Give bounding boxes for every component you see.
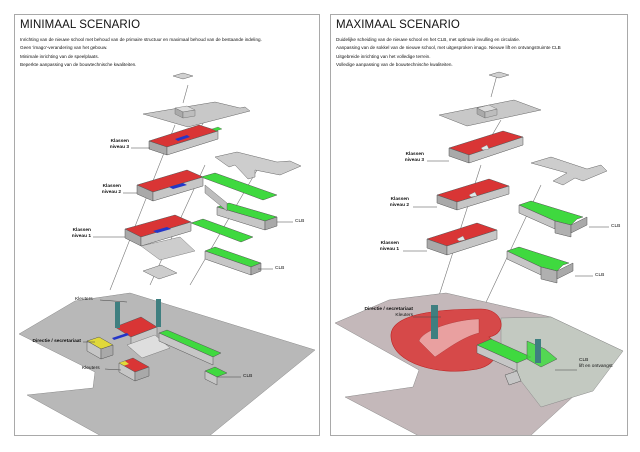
leader-lines [403,160,609,371]
level-1-clb-block [506,246,574,284]
level-3-block [448,130,524,164]
description-line: Volledige aanpassing van de bouwtechnisc… [336,61,453,67]
label-text: Klassen [102,184,121,189]
ground-clb [476,338,558,386]
label-klassen-niveau-3: Klassen niveau 3 [368,152,424,163]
label-text: Klassen [405,152,424,157]
exploded-axonometric-maximaal [334,71,624,435]
label-text: CLB [579,358,589,363]
scenario-description: Duidelijke scheiding van de nieuwe schoo… [336,36,561,69]
leader-lines [83,147,293,378]
label-text: Kleuters [395,312,413,318]
panel-title: MAXIMAAL SCENARIO [336,19,460,31]
lift-shaft-icon [115,302,120,328]
level-2-clb-block [200,172,278,231]
label-text: Klassen [72,228,91,233]
scenario-description: Inrichting van de nieuwe school met beho… [20,36,262,69]
label-text: Klassen [380,241,399,246]
sokkel-school [390,305,502,372]
level-3-slab-clb [214,151,302,180]
description-line: Geen 'imago'-verandering van het gebouw. [20,45,108,51]
label-klassen-niveau-1: Klassen niveau 1 [35,228,91,239]
roof-slab [142,101,251,128]
description-line: Inrichting van de nieuwe school met beho… [20,37,262,42]
label-directie-kleuters: Directie / secretariaat Kleuters [333,307,413,318]
label-directie-secretariaat: Directie / secretariaat [32,339,81,344]
level-1-block [426,222,498,256]
label-text: niveau 1 [71,233,91,239]
level-3-block [148,124,223,156]
panel-minimaal-scenario: MINIMAAL SCENARIO Inrichting van de nieu… [14,14,320,436]
label-clb-lower: CLB [275,266,285,271]
level-2-clb-block [518,200,588,238]
roof-slab [438,99,542,127]
label-klassen-niveau-1: Klassen niveau 1 [343,241,399,252]
label-kleuters-top: Kleuters [75,297,93,302]
label-text: lift en ontvangst [579,363,613,369]
label-klassen-niveau-2: Klassen niveau 2 [353,197,409,208]
label-text: niveau 3 [109,144,129,150]
roof-element [172,72,194,80]
label-kleuters-bottom: Kleuters [82,366,100,371]
description-line: Minimale inrichting van de speelplaats. [20,53,99,59]
label-klassen-niveau-3: Klassen niveau 3 [73,139,129,150]
label-text: Klassen [390,197,409,202]
ground-floor [86,299,228,386]
description-line: Duidelijke scheiding van de nieuwe schoo… [336,37,521,42]
exploded-axonometric-minimaal [18,72,316,435]
lift-shaft-icon [156,299,161,327]
description-line: Aanpassing van de sokkel van de nieuwe s… [336,45,561,51]
label-clb-lower: CLB [595,273,605,278]
label-clb-upper: CLB [611,224,621,229]
label-klassen-niveau-2: Klassen niveau 2 [65,184,121,195]
level-2-block [136,169,204,202]
label-clb-ground: CLB [243,374,253,379]
description-line: Uitgebreide inrichting van het volledige… [336,53,431,59]
label-text: niveau 2 [389,202,409,208]
level-2-block [436,178,510,211]
label-text: Klassen [110,139,129,144]
lift-shaft-icon [431,305,438,339]
label-clb-upper: CLB [295,219,305,224]
level-1-clb-block [190,218,262,276]
level-1-slab [142,264,178,280]
level-1-block [124,214,196,261]
label-text: Directie / secretariaat [364,307,413,312]
label-clb-lift-ontvangst: CLB lift en ontvangst [579,358,613,369]
roof-element [488,71,510,79]
level-3-slab-clb [530,156,608,186]
lift-shaft-icon [535,339,541,363]
label-text: niveau 2 [101,189,121,195]
description-line: Beperkte aanpassing van de bouwtechnisch… [20,61,137,67]
label-text: niveau 3 [404,157,424,163]
panel-title: MINIMAAL SCENARIO [20,19,141,31]
terrain-ground [18,292,316,435]
panel-maximaal-scenario: MAXIMAAL SCENARIO Duidelijke scheiding v… [330,14,628,436]
label-text: niveau 1 [379,246,399,252]
